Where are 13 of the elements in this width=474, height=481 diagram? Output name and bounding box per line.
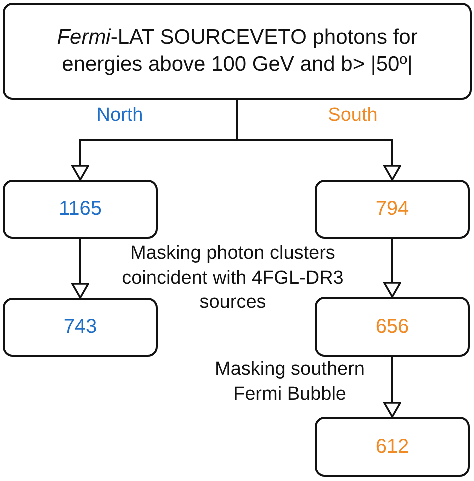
- process-box: 743: [3, 298, 158, 357]
- process-box: 612: [315, 417, 470, 477]
- process-box: 1165: [3, 180, 158, 239]
- arrow: [236, 100, 402, 181]
- edge-label: Masking southern Fermi Bubble: [214, 358, 366, 407]
- process-box: 656: [315, 297, 470, 357]
- process-box: Fermi-LAT SOURCEVETO photons for energies above 100 GeV and b> |50º|: [3, 3, 472, 100]
- arrow: [384, 357, 402, 418]
- edge-label: South: [327, 104, 379, 128]
- arrow: [384, 239, 402, 298]
- arrow: [72, 239, 90, 299]
- edge-label: North: [96, 104, 144, 128]
- process-box: 794: [315, 180, 470, 239]
